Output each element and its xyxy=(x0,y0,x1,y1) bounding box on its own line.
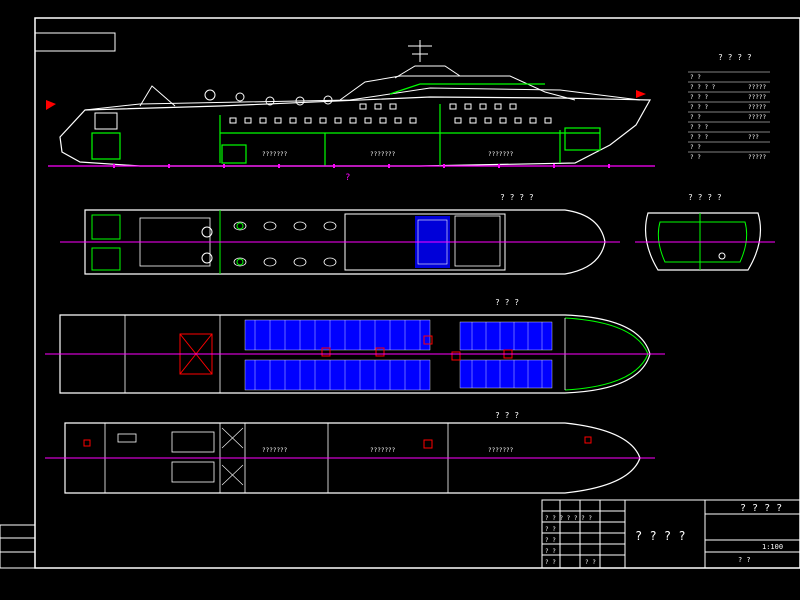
bow-flag xyxy=(636,90,646,98)
title-block-project: ? ? ? ? xyxy=(740,503,782,514)
outer-frame xyxy=(34,17,800,569)
revision-row: ? ? xyxy=(545,559,556,566)
seating-block-fwd xyxy=(459,321,553,389)
revision-row: ? ? xyxy=(545,526,556,533)
top-deck-plan: ? ? ? ? xyxy=(60,193,620,275)
particulars-value: ????? xyxy=(748,114,766,121)
particulars-value: ????? xyxy=(748,154,766,161)
stern-flag xyxy=(46,100,56,110)
particulars-value: ????? xyxy=(748,94,766,101)
particulars-label: ? ? ? xyxy=(690,94,708,101)
particulars-value: ????? xyxy=(748,104,766,111)
elevation-frame-label-1: ??????? xyxy=(262,151,288,158)
particulars-label: ? ? xyxy=(690,74,701,81)
particulars-label: ? ? ? ? xyxy=(690,84,716,91)
particulars-label: ? ? xyxy=(690,114,701,121)
main-deck-plan: ? ? ? xyxy=(45,298,665,394)
particulars-value: ??? xyxy=(748,134,759,141)
revision-row: ? ? xyxy=(545,537,556,544)
seating-block-aft xyxy=(244,319,431,391)
revision-row: ? ? ? ? ? ? ? xyxy=(545,515,592,522)
particulars-label: ? ? xyxy=(690,144,701,151)
frame-ticks xyxy=(113,164,610,168)
title-block xyxy=(541,499,800,569)
corner-label-box xyxy=(34,32,116,52)
particulars-label: ? ? ? xyxy=(690,134,708,141)
title-block-drawing-name: ? ? ? ? xyxy=(635,529,686,543)
revision-row: ? ? xyxy=(585,559,596,566)
elevation-label: ? xyxy=(345,173,350,183)
left-margin-stamp xyxy=(0,524,36,569)
bow-section-title: ? ? ? ? xyxy=(688,193,722,202)
lower-frame-label-2: ??????? xyxy=(370,447,396,454)
top-deck-title: ? ? ? ? xyxy=(500,193,534,202)
lower-deck-plan: ? ? ? ??????? ??????? ??????? xyxy=(45,411,655,494)
title-block-sheet: ? ? xyxy=(738,556,751,564)
particulars-value: ????? xyxy=(748,84,766,91)
main-deck-title: ? ? ? xyxy=(495,298,519,307)
particulars-label: ? ? ? xyxy=(690,104,708,111)
particulars-table: ? ? ? ? ? ? ? ? ? ? ????? ? ? ? ????? ? … xyxy=(688,53,770,161)
revision-row: ? ? xyxy=(545,548,556,555)
side-elevation: ? xyxy=(46,40,655,183)
lower-deck-title: ? ? ? xyxy=(495,411,519,420)
particulars-title: ? ? ? ? xyxy=(718,53,752,62)
particulars-label: ? ? ? xyxy=(690,124,708,131)
elevation-frame-label-2: ??????? xyxy=(370,151,396,158)
superstructure xyxy=(339,75,576,101)
bow-plan: ? ? ? ? xyxy=(635,193,775,271)
elevation-frame-label-3: ??????? xyxy=(488,151,514,158)
hull-profile xyxy=(59,96,652,167)
title-block-scale: 1:100 xyxy=(762,543,783,551)
lower-frame-label-1: ??????? xyxy=(262,447,288,454)
lower-frame-label-3: ??????? xyxy=(488,447,514,454)
particulars-label: ? ? xyxy=(690,154,701,161)
